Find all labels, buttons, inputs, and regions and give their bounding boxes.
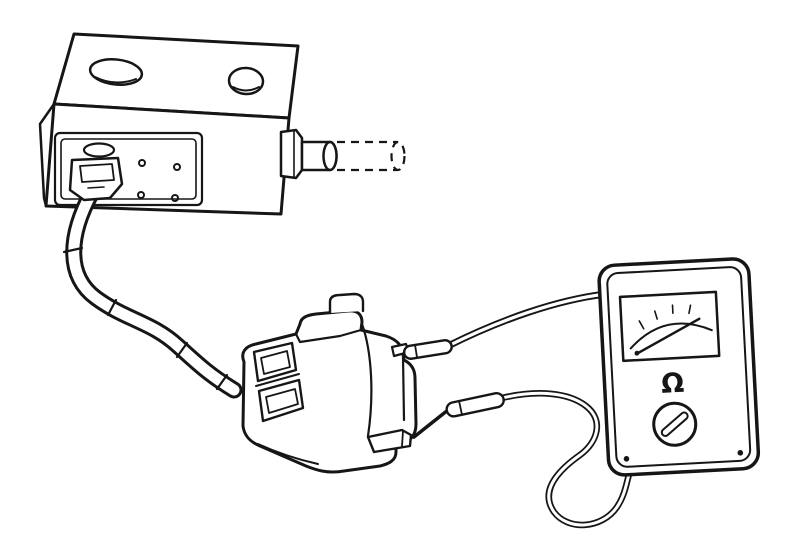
rivet-dot [171, 194, 179, 202]
needle-pivot [634, 350, 640, 356]
terminal-pin-lower [366, 428, 413, 454]
terminal-cavity-upper [252, 341, 298, 383]
probe-lower-sleeve [445, 391, 505, 418]
switch-face-panel-inner [60, 138, 197, 200]
switch-slot [82, 142, 116, 158]
socket-detail-line [87, 186, 105, 189]
ohmmeter: Ω [597, 257, 761, 477]
meter-body-inner-line [606, 266, 752, 468]
probe-upper-sleeve [402, 339, 453, 360]
case-screw [623, 456, 630, 462]
terminal-cavity-lower-inner [265, 388, 299, 414]
case-screw [737, 450, 744, 456]
meter-knob [652, 401, 698, 447]
probe-upper [402, 339, 453, 360]
mounting-hole-right [227, 66, 265, 96]
mounting-hole-left-depth-line [94, 76, 137, 84]
meter-scale-arc [629, 322, 713, 350]
meter-needle [634, 317, 701, 356]
bracket-left-bevel [38, 102, 56, 208]
upper-lead-core [446, 292, 608, 348]
wire-collar-mark [175, 341, 189, 359]
plunger-tip [322, 140, 338, 172]
plunger-boss [279, 128, 304, 180]
wire-collar-mark [106, 298, 118, 317]
socket-opening [79, 163, 115, 183]
cavity-divider-line [255, 373, 300, 387]
upper-lead-outline [444, 290, 610, 350]
connector-top-edge [294, 328, 363, 344]
harness-connector [241, 292, 418, 474]
probe-lower-collar [458, 400, 463, 416]
ohm-symbol: Ω [660, 368, 685, 400]
rivet-dot [173, 163, 181, 171]
rivet-dot [138, 159, 146, 167]
probe-lower-tip [412, 408, 450, 439]
socket-body [68, 156, 124, 202]
switch-connector-socket [68, 156, 124, 202]
wire-collar-mark [62, 246, 84, 254]
harness-wire-core [68, 186, 240, 396]
plunger-extended-outline [337, 140, 406, 172]
harness-wire [62, 183, 243, 399]
switch-face-panel [53, 131, 204, 207]
connector-front-edge [401, 354, 406, 422]
connector-bottom-contour [257, 443, 319, 465]
rivet-dot [137, 191, 145, 199]
scale-tick [638, 320, 645, 330]
meter-knob-slot [660, 411, 689, 437]
test-lead-upper [444, 290, 610, 350]
terminal-cavity-upper-inner [260, 350, 291, 375]
scale-tick [688, 304, 692, 315]
mounting-hole-right-depth-line [232, 86, 260, 92]
scale-tick [653, 310, 658, 320]
connector-side-edge [360, 322, 373, 438]
harness-wire-outline [65, 183, 243, 399]
probe-upper-collar [414, 344, 418, 359]
mounting-hole-left [88, 58, 144, 86]
probe-lower [445, 391, 505, 418]
test-lead-lower [498, 390, 654, 529]
lower-lead-core [500, 391, 652, 527]
wire-collar-mark [215, 373, 229, 391]
terminal-pin-lower-edge [401, 430, 404, 447]
connector-latch-tab [328, 292, 365, 315]
meter-display [618, 290, 721, 363]
